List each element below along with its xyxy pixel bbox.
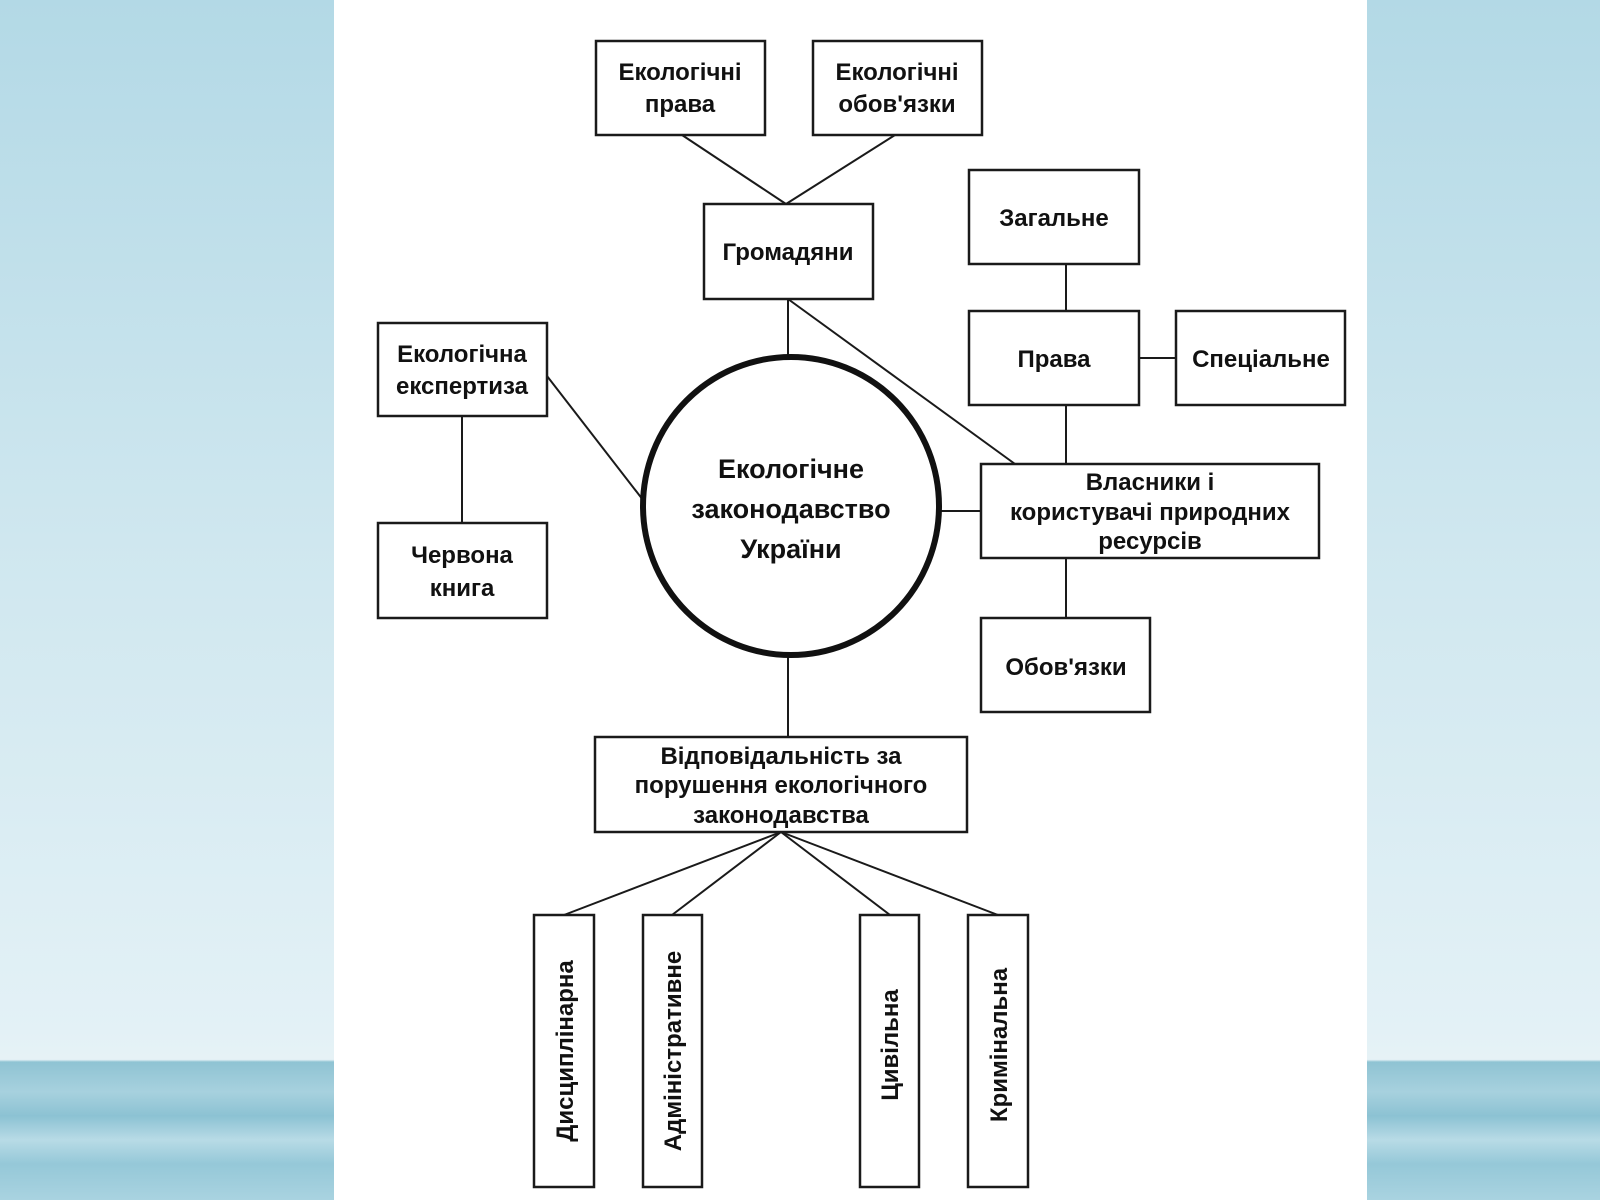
node-label: порушення екологічного — [635, 772, 928, 799]
connector — [563, 831, 782, 916]
node-rights: Права — [967, 309, 1141, 407]
node-label: Екологічні — [835, 59, 958, 86]
connector — [780, 831, 891, 916]
node-label: Власники і — [1086, 469, 1215, 496]
node-eco-duties: Екологічні обов'язки — [811, 39, 984, 137]
node-civil: Цивільна — [858, 913, 921, 1189]
node-label: користувачі природних — [1010, 499, 1291, 526]
node-owners: Власники і користувачі природних ресурсі… — [979, 462, 1321, 560]
node-expertise: Екологічна експертиза — [376, 321, 549, 418]
node-label: ресурсів — [1098, 528, 1202, 555]
node-label: законодавства — [693, 802, 869, 829]
node-label: Екологічна — [397, 341, 527, 368]
node-general: Загальне — [967, 168, 1141, 266]
node-label: експертиза — [396, 373, 529, 400]
connector — [681, 134, 787, 205]
node-label: права — [645, 91, 716, 118]
node-label: Дисциплінарна — [552, 960, 579, 1142]
node-label: Цивільна — [877, 989, 904, 1101]
connector — [546, 375, 644, 501]
node-red-book: Червона книга — [376, 521, 549, 620]
node-criminal: Кримінальна — [966, 913, 1030, 1189]
node-eco-rights: Екологічні права — [594, 39, 767, 137]
node-special: Спеціальне — [1174, 309, 1347, 407]
node-label: Громадяни — [723, 239, 854, 266]
connector — [671, 831, 782, 916]
node-label: Кримінальна — [986, 967, 1013, 1122]
node-citizens: Громадяни — [702, 202, 875, 301]
node-label: обов'язки — [838, 91, 955, 118]
center-label-line: законодавство — [691, 494, 890, 524]
connector — [780, 831, 999, 916]
center-label-line: Екологічне — [718, 454, 864, 484]
node-label: Червона — [411, 542, 513, 569]
node-label: Обов'язки — [1005, 654, 1126, 681]
node-label: Відповідальність за — [660, 743, 902, 770]
node-liability: Відповідальність за порушення екологічно… — [593, 735, 969, 834]
node-label: Права — [1017, 346, 1091, 373]
node-label: Екологічні — [618, 59, 741, 86]
node-label: Спеціальне — [1192, 346, 1330, 373]
node-duties: Обов'язки — [979, 616, 1152, 714]
node-label: книга — [430, 575, 495, 602]
center-circle — [640, 354, 942, 658]
node-administrative: Адміністративне — [641, 913, 704, 1189]
center-label-line: України — [740, 534, 841, 564]
connector — [785, 134, 896, 205]
node-disciplinary: Дисциплінарна — [532, 913, 596, 1189]
center-node: Екологічне законодавство України — [640, 354, 942, 658]
node-label: Загальне — [999, 205, 1109, 232]
connector — [787, 298, 1016, 465]
node-label: Адміністративне — [660, 951, 687, 1151]
connectors — [461, 134, 1176, 916]
